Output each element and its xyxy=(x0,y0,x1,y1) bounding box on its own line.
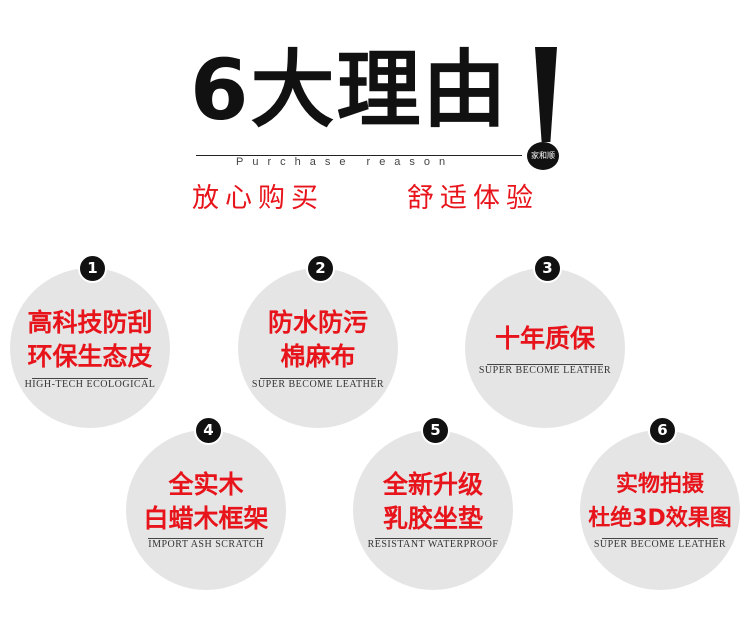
reason-line-1: 防水防污 xyxy=(267,308,368,337)
reason-card-5: 5 全新升级 乳胶坐垫 RESISTANT WATERPROOF xyxy=(353,416,513,590)
reason-divider xyxy=(32,378,148,379)
reason-number-badge: 3 xyxy=(533,254,562,283)
reason-caption: HIGH-TECH ECOLOGICAL xyxy=(24,379,156,390)
reason-caption: IMPORT ASH SCRATCH xyxy=(148,539,264,550)
subtitle-english: Purchase reason xyxy=(236,156,455,168)
reason-line-1: 高科技防刮 xyxy=(27,308,153,337)
reason-caption: SUPER BECOME LEATHER xyxy=(251,379,385,390)
reason-title: 实物拍摄 杜绝3D效果图 xyxy=(580,468,740,536)
reason-divider xyxy=(148,538,264,539)
reason-line-2: 环保生态皮 xyxy=(27,342,153,371)
reason-line-2: 杜绝3D效果图 xyxy=(588,506,732,531)
reason-caption: SUPER BECOME LEATHER xyxy=(593,539,727,550)
slogan-left: 放心购买 xyxy=(192,183,324,214)
reason-card-1: 1 高科技防刮 环保生态皮 HIGH-TECH ECOLOGICAL xyxy=(10,254,170,428)
page-title: 6大理由 xyxy=(190,41,509,139)
reason-line-1: 全实木 xyxy=(168,470,244,499)
reason-card-4: 4 全实木 白蜡木框架 IMPORT ASH SCRATCH xyxy=(126,416,286,590)
reason-number-badge: 1 xyxy=(78,254,107,283)
reason-number-badge: 2 xyxy=(306,254,335,283)
reason-divider xyxy=(260,378,376,379)
reason-caption: SUPER BECOME LEATHER xyxy=(478,365,612,376)
reason-card-6: 6 实物拍摄 杜绝3D效果图 SUPER BECOME LEATHER xyxy=(580,416,740,590)
reason-card-2: 2 防水防污 棉麻布 SUPER BECOME LEATHER xyxy=(238,254,398,428)
reason-number-badge: 5 xyxy=(421,416,450,445)
title-divider xyxy=(196,155,522,156)
reason-caption: RESISTANT WATERPROOF xyxy=(367,539,499,550)
reason-line-1: 实物拍摄 xyxy=(615,472,704,497)
exclamation-mark xyxy=(535,47,557,142)
reason-line-2: 棉麻布 xyxy=(280,342,356,371)
reason-divider xyxy=(375,538,491,539)
reason-title: 十年质保 xyxy=(465,322,625,356)
reason-title: 防水防污 棉麻布 xyxy=(238,306,398,374)
reason-title: 全实木 白蜡木框架 xyxy=(126,468,286,536)
reason-divider xyxy=(602,538,718,539)
reason-number-badge: 4 xyxy=(194,416,223,445)
reason-number-badge: 6 xyxy=(648,416,677,445)
slogan-right: 舒适体验 xyxy=(407,183,539,214)
reason-line-2: 白蜡木框架 xyxy=(143,504,269,533)
reason-title: 高科技防刮 环保生态皮 xyxy=(10,306,170,374)
reason-card-3: 3 十年质保 SUPER BECOME LEATHER xyxy=(465,254,625,428)
reason-divider xyxy=(487,364,603,365)
reason-line-1: 十年质保 xyxy=(494,324,595,353)
brand-logo: 家和顺 xyxy=(527,142,559,170)
reason-line-1: 全新升级 xyxy=(382,470,483,499)
reason-line-2: 乳胶坐垫 xyxy=(382,504,483,533)
reason-title: 全新升级 乳胶坐垫 xyxy=(353,468,513,536)
